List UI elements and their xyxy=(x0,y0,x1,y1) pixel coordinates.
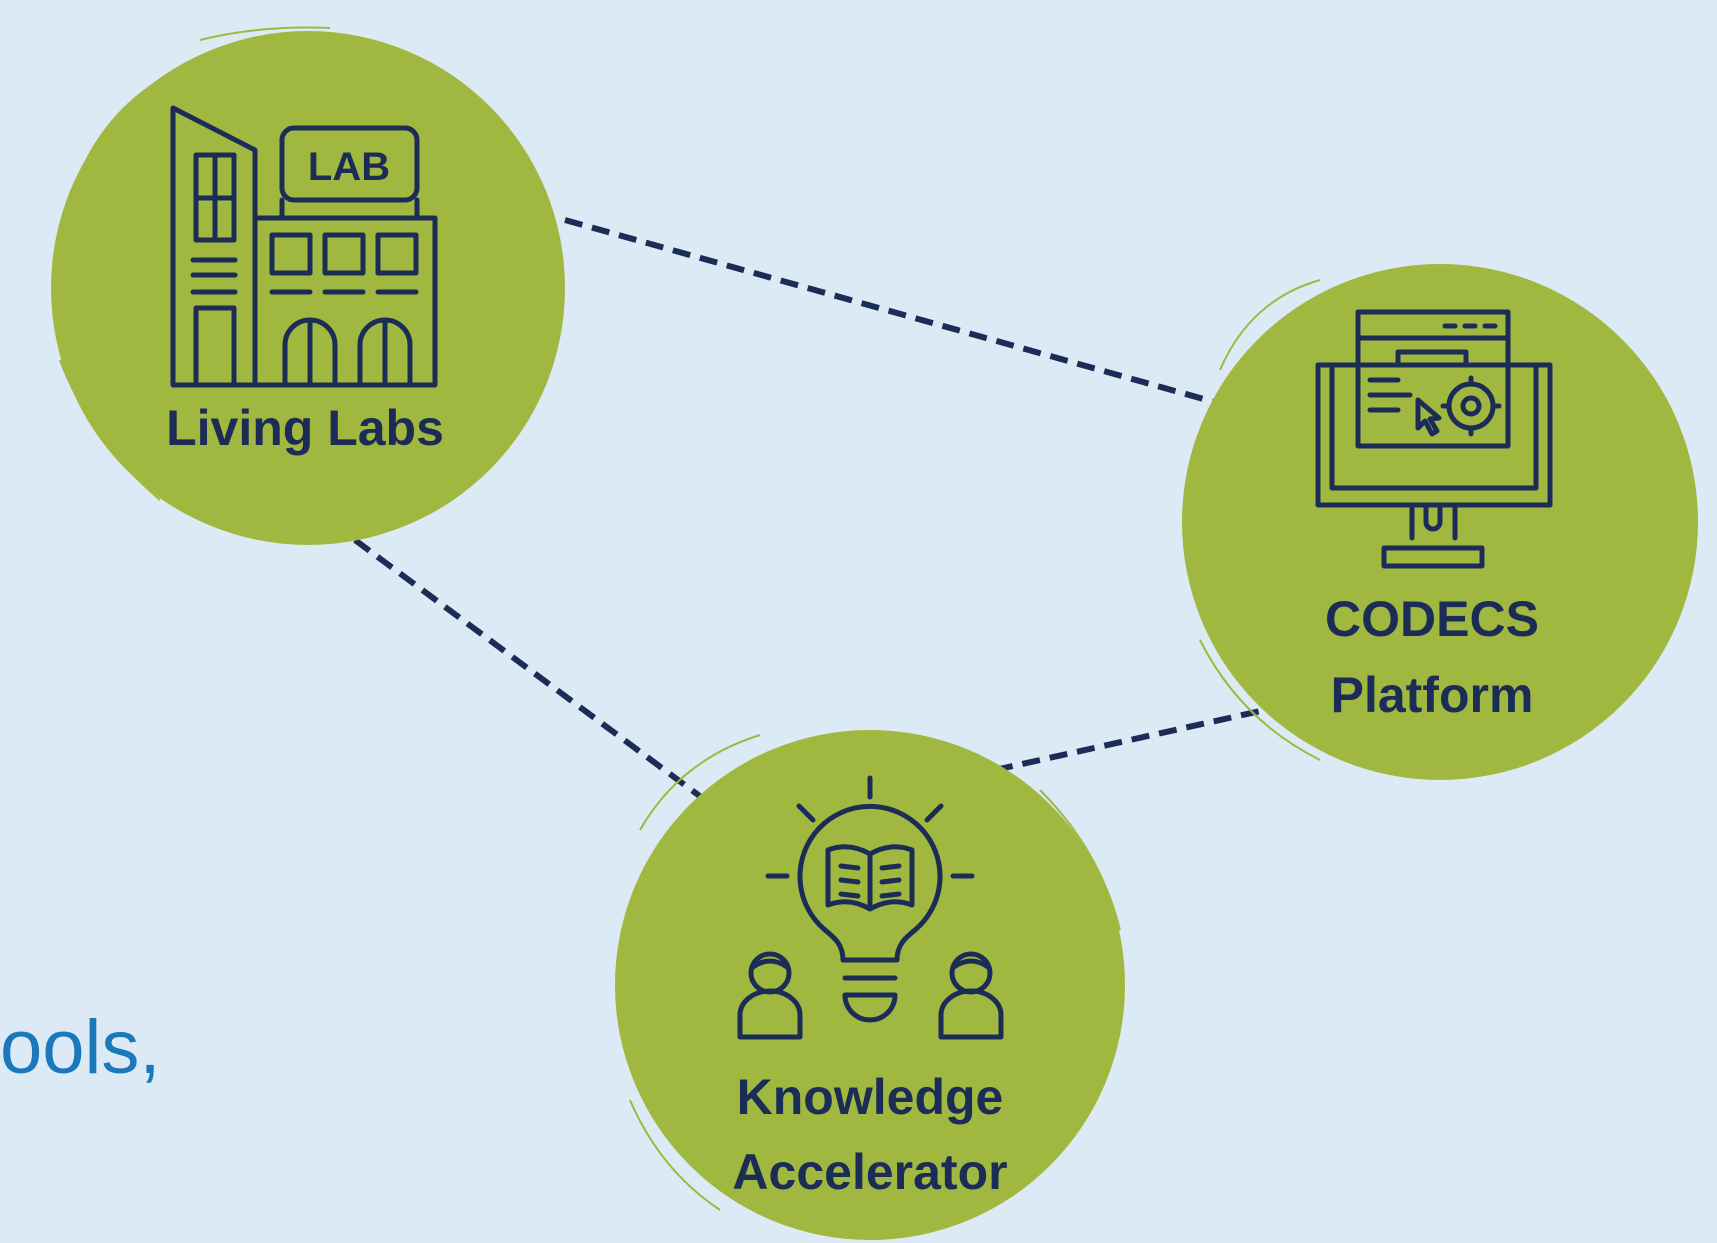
lab-sign-text: LAB xyxy=(308,145,390,189)
node-circle-knowledge-accelerator xyxy=(615,730,1125,1240)
knowledge-label-line2: Accelerator xyxy=(732,1144,1007,1200)
node-circle-living-labs xyxy=(51,31,565,545)
partial-body-text: ools, xyxy=(0,1005,161,1090)
connector-living-labs-codecs xyxy=(564,217,1226,408)
codecs-label-line1: CODECS xyxy=(1325,591,1539,647)
connector-living-labs-knowledge xyxy=(353,537,707,803)
knowledge-label-line1: Knowledge xyxy=(737,1069,1004,1125)
brush-edge-icon xyxy=(629,734,1121,1211)
brush-edge-icon xyxy=(1199,279,1681,761)
brush-edge-icon xyxy=(59,26,546,501)
lab-building-icon xyxy=(170,105,438,388)
living-labs-label: Living Labs xyxy=(166,400,444,456)
codecs-label-line2: Platform xyxy=(1331,667,1534,723)
connectors xyxy=(353,217,1266,803)
node-knowledge-accelerator: Knowledge Accelerator xyxy=(615,730,1125,1240)
connector-knowledge-codecs xyxy=(994,707,1266,773)
node-living-labs: LAB Living Labs xyxy=(51,26,565,545)
lightbulb-book-people-icon xyxy=(737,775,1004,1040)
computer-monitor-settings-icon xyxy=(1315,309,1553,569)
node-codecs-platform: CODECS Platform xyxy=(1182,264,1698,780)
